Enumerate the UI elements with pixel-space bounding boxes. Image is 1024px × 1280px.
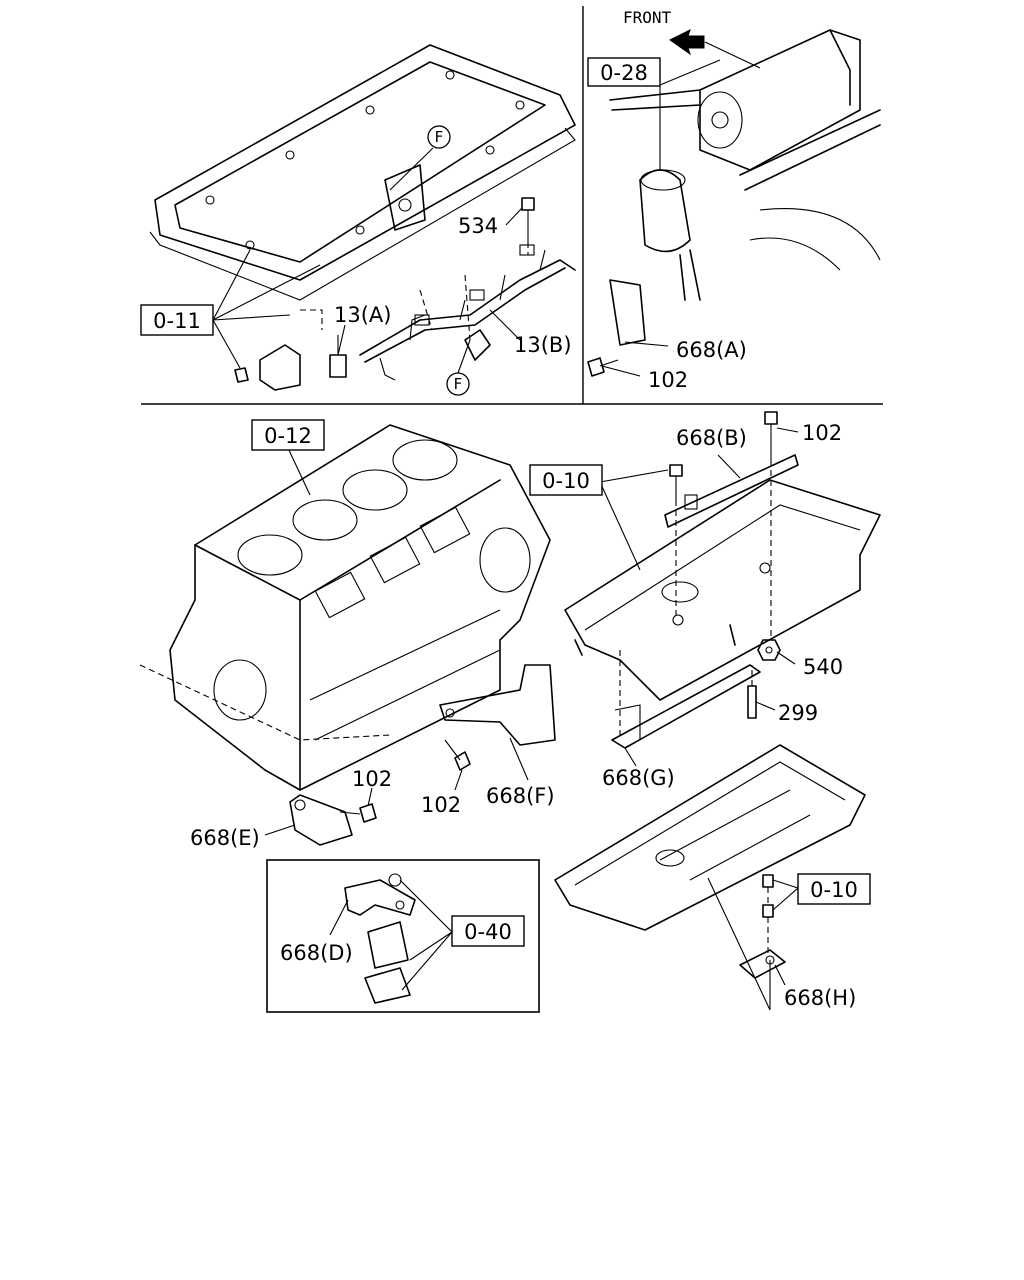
bolt-0-10-lower-drawing xyxy=(762,874,774,955)
ref-box-0-28: 0-28 xyxy=(587,57,661,87)
bracket-668e-drawing xyxy=(289,794,353,846)
part-label-668e: 668(E) xyxy=(190,826,260,850)
bracket-668g-drawing xyxy=(611,664,761,749)
ref-box-0-10-upper: 0-10 xyxy=(529,464,603,496)
front-arrow xyxy=(669,29,705,56)
bracket-668d-drawing xyxy=(344,873,416,1004)
oil-pan-gasket-drawing xyxy=(149,44,576,301)
ref-box-0-28-text: 0-28 xyxy=(600,61,648,85)
circled-ref-f-top: F xyxy=(427,125,451,149)
ref-box-0-10-lower-text: 0-10 xyxy=(810,878,858,902)
part-label-102-bracket-e: 102 xyxy=(352,767,392,791)
bolt-102-bracket-e-drawing xyxy=(339,803,377,823)
ref-box-0-10-upper-text: 0-10 xyxy=(542,469,590,493)
top-left-dashed-guides xyxy=(300,242,529,341)
part-label-540: 540 xyxy=(803,655,843,679)
bolt-102-heat-shield-drawing xyxy=(669,411,778,500)
bolt-102-lower-left-drawing xyxy=(444,739,471,771)
part-label-534: 534 xyxy=(458,214,498,238)
ref-box-0-40-text: 0-40 xyxy=(464,920,512,944)
part-label-102-top-right: 102 xyxy=(648,368,688,392)
part-label-102-heat-shield: 102 xyxy=(802,421,842,445)
part-label-668d: 668(D) xyxy=(280,941,353,965)
ref-box-0-10-lower: 0-10 xyxy=(797,873,871,905)
ref-box-0-12: 0-12 xyxy=(251,419,325,451)
part-label-668g: 668(G) xyxy=(602,766,675,790)
bracket-668f-drawing xyxy=(439,664,556,746)
bolt-534-drawing xyxy=(521,197,535,242)
bolt-102-top-right-drawing xyxy=(587,357,619,377)
circled-ref-f-bottom-text: F xyxy=(454,375,463,393)
part-label-668h: 668(H) xyxy=(784,986,856,1010)
part-label-668f: 668(F) xyxy=(486,784,555,808)
part-label-299: 299 xyxy=(778,701,818,725)
stud-299-drawing xyxy=(747,685,757,719)
ref-box-0-11: 0-11 xyxy=(140,304,214,336)
wiring-harness-drawing xyxy=(234,244,576,391)
part-label-668b: 668(B) xyxy=(676,426,747,450)
ref-box-0-40: 0-40 xyxy=(451,915,525,947)
bracket-668h-drawing xyxy=(739,949,786,979)
leader-lines xyxy=(212,41,799,1011)
inset-box xyxy=(266,859,540,1013)
part-label-13b: 13(B) xyxy=(514,333,572,357)
bracket-668b-drawing xyxy=(664,454,799,528)
front-label: FRONT xyxy=(623,8,672,27)
heat-shield-drawing xyxy=(564,479,881,701)
part-label-102-lower-left: 102 xyxy=(421,793,461,817)
nut-540-drawing xyxy=(757,639,781,661)
cylinder-block-drawing xyxy=(139,424,551,791)
heat-shield-dashed-guides xyxy=(619,470,772,740)
ref-box-0-12-text: 0-12 xyxy=(264,424,312,448)
intake-manifold-drawing xyxy=(609,29,881,346)
circled-ref-f-bottom: F xyxy=(446,372,470,396)
part-label-668a: 668(A) xyxy=(676,338,747,362)
part-label-13a: 13(A) xyxy=(334,303,391,327)
ref-box-0-11-text: 0-11 xyxy=(153,309,201,333)
rocker-cover-drawing xyxy=(554,744,866,931)
circled-ref-f-top-text: F xyxy=(435,128,444,146)
